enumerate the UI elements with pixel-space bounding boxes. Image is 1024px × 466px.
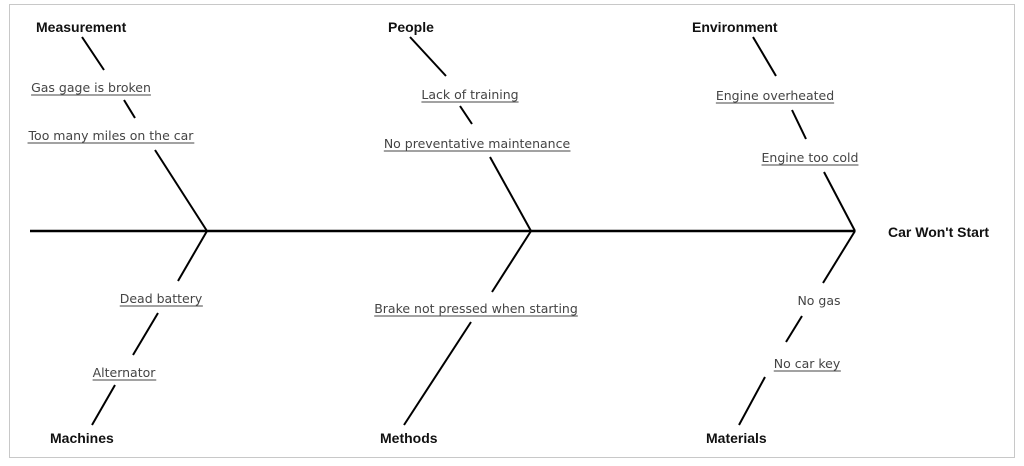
cause-dead-battery: Dead battery bbox=[120, 291, 203, 306]
bone-people bbox=[409, 36, 532, 232]
bone-measurement bbox=[81, 36, 208, 232]
category-methods: Methods bbox=[380, 430, 438, 446]
cause-gas-gage-broken: Gas gage is broken bbox=[31, 80, 151, 95]
cause-underlines bbox=[27, 94, 859, 381]
bone-machines bbox=[91, 230, 208, 426]
bone-environment bbox=[752, 36, 856, 232]
cause-lack-of-training: Lack of training bbox=[421, 87, 518, 102]
category-people: People bbox=[388, 19, 434, 35]
effect-label: Car Won't Start bbox=[888, 224, 989, 240]
cause-engine-overheated: Engine overheated bbox=[716, 88, 834, 103]
cause-no-car-key: No car key bbox=[774, 356, 841, 371]
bone-methods bbox=[403, 230, 532, 426]
category-machines: Machines bbox=[50, 430, 114, 446]
cause-engine-too-cold: Engine too cold bbox=[762, 150, 859, 165]
cause-no-gas: No gas bbox=[797, 293, 840, 308]
category-environment: Environment bbox=[692, 19, 778, 35]
diagram-frame bbox=[9, 4, 1015, 458]
category-materials: Materials bbox=[706, 430, 767, 446]
cause-brake-not-pressed: Brake not pressed when starting bbox=[374, 301, 578, 316]
cause-alternator: Alternator bbox=[93, 365, 157, 380]
cause-too-many-miles: Too many miles on the car bbox=[28, 128, 195, 143]
category-measurement: Measurement bbox=[36, 19, 127, 35]
bone-materials bbox=[738, 230, 856, 426]
cause-no-preventative-maintenance: No preventative maintenance bbox=[384, 136, 571, 151]
